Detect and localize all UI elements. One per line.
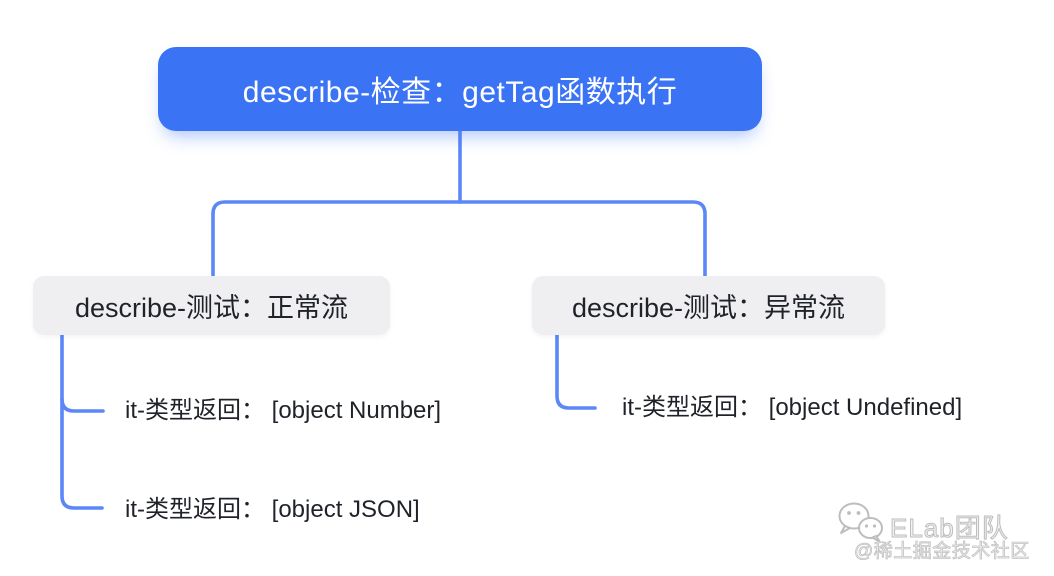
watermark-title: ELab团队 — [890, 513, 1009, 544]
edge-branch-rail — [211, 200, 707, 279]
leaf-it-object-undefined: it-类型返回： [object Undefined] — [622, 394, 963, 421]
edge-branch-normal-trunk — [60, 333, 104, 510]
watermark-subtitle: @稀土掘金技术社区 — [854, 541, 1030, 563]
leaf-it-object-number: it-类型返回： [object Number] — [125, 397, 442, 424]
wechat-icon — [838, 502, 883, 543]
edge-leaf-number — [60, 397, 105, 413]
root-node-describe-gettag: describe-检查：getTag函数执行 — [158, 47, 762, 131]
leaf-it-object-json: it-类型返回： [object JSON] — [125, 496, 420, 523]
branch-node-label: describe-测试：正常流 — [74, 293, 349, 323]
root-node-label: describe-检查：getTag函数执行 — [242, 76, 678, 109]
branch-node-error-flow: describe-测试：异常流 — [532, 276, 885, 335]
branch-node-normal-flow: describe-测试：正常流 — [33, 276, 390, 335]
watermark: ELab团队 @稀土掘金技术社区 — [828, 498, 1046, 570]
branch-node-label: describe-测试：异常流 — [571, 293, 846, 323]
edge-leaf-undefined — [555, 333, 597, 410]
